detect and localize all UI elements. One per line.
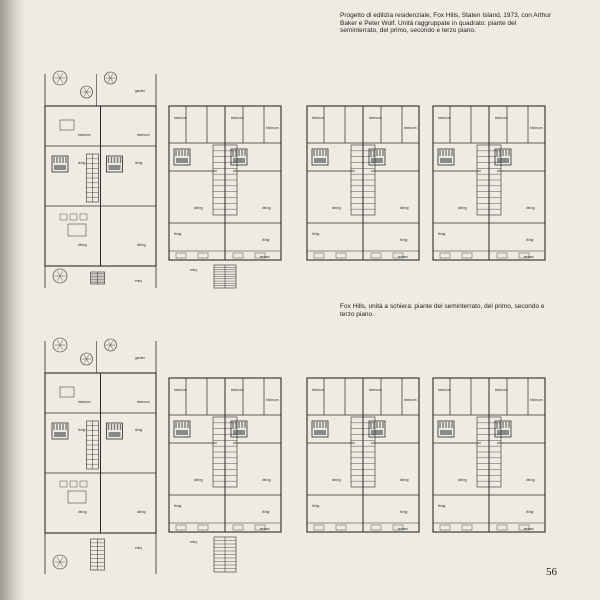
room-label: bedroom (312, 116, 325, 120)
floor-plan-second-floor-top: bedroom bedroom bedroom dining dining living l… (306, 105, 420, 261)
room-label: dining (526, 206, 535, 210)
kitchen-core (51, 155, 69, 173)
room-label: bedroom (78, 400, 91, 404)
kitchen-core (230, 420, 248, 438)
room-label: living (400, 510, 407, 514)
floor-plan-second-floor-bottom: bedroom bedroom bedroom dining dining living l… (306, 377, 420, 533)
room-label: living (174, 232, 181, 236)
caption-top: Progetto di edilizia residenziale, Fox H… (340, 12, 552, 35)
room-label: living (78, 161, 85, 165)
room-label: dining (400, 206, 409, 210)
room-label: bedroom (404, 126, 417, 130)
kitchen-core (368, 148, 386, 166)
table (67, 490, 87, 504)
room-label: bedroom (404, 398, 417, 402)
tree-symbol (104, 338, 117, 352)
room-label: living (78, 428, 85, 432)
room-label: dining (400, 478, 409, 482)
room-label: dining (137, 510, 146, 514)
room-label: bedroom (137, 133, 150, 137)
tree-symbol (52, 268, 68, 284)
room-label: entry (190, 540, 197, 544)
kitchen-core (437, 420, 455, 438)
room-label: bedroom (438, 116, 451, 120)
room-label: bedroom (312, 388, 325, 392)
bed (59, 119, 75, 131)
tree-symbol (80, 352, 93, 366)
page-number: 56 (546, 566, 557, 578)
floor-plan-first-floor-bottom: bedroom bedroom bedroom dining dining living l… (168, 377, 282, 573)
kitchen-core (311, 420, 329, 438)
room-label: dining (262, 478, 271, 482)
kitchen-core (311, 148, 329, 166)
kitchen-core (173, 148, 191, 166)
page-gutter-shadow (0, 0, 26, 600)
room-label: bedroom (174, 116, 187, 120)
tree-symbol (104, 71, 117, 85)
room-label: living (400, 238, 407, 242)
floor-plan-third-floor-top: bedroom bedroom bedroom dining dining living l… (432, 105, 546, 261)
tree-symbol (80, 85, 93, 99)
kitchen-core (51, 422, 69, 440)
bed (59, 386, 75, 398)
table (67, 223, 87, 237)
room-label: entry (190, 268, 197, 272)
room-label: living (312, 232, 319, 236)
room-label: bedroom (137, 400, 150, 404)
room-label: dining (458, 478, 467, 482)
room-label: dining (194, 206, 203, 210)
kitchen-core (106, 155, 123, 173)
room-label: bedroom (174, 388, 187, 392)
room-label: living (526, 238, 533, 242)
room-label: dining (332, 478, 341, 482)
tree-symbol (52, 337, 68, 353)
floor-plan-first-floor-top: bedroom bedroom bedroom dining dining living l… (168, 105, 282, 289)
room-label: living (438, 504, 445, 508)
floor-plan-basement-bottom: garden bedroom bedroom living living dining di… (44, 337, 157, 574)
room-label: bedroom (530, 126, 543, 130)
room-label: living (262, 510, 269, 514)
room-label: bedroom (438, 388, 451, 392)
room-label: dining (78, 510, 87, 514)
room-label: living (135, 428, 142, 432)
room-label: dining (526, 478, 535, 482)
room-label: dining (78, 243, 87, 247)
room-label: entry (135, 279, 142, 283)
floor-plan-basement-top: garden bedroom bedroom living living dining di… (44, 70, 157, 288)
room-label: garden (135, 89, 145, 93)
room-label: bedroom (369, 116, 382, 120)
room-label: dining (332, 206, 341, 210)
room-label: bedroom (530, 398, 543, 402)
room-label: bedroom (369, 388, 382, 392)
caption-middle: Fox Hills, unità a schiera: piante del s… (340, 303, 545, 318)
room-label: bedroom (266, 126, 279, 130)
tree-symbol (52, 554, 68, 570)
room-label: bedroom (231, 116, 244, 120)
kitchen-core (437, 148, 455, 166)
room-label: bedroom (495, 116, 508, 120)
kitchen-core (173, 420, 191, 438)
room-label: bedroom (78, 133, 91, 137)
room-label: garden (135, 356, 145, 360)
room-label: living (312, 504, 319, 508)
tree-symbol (52, 70, 68, 86)
room-label: dining (137, 243, 146, 247)
kitchen-core (106, 422, 123, 440)
room-label: living (135, 161, 142, 165)
room-label: bedroom (266, 398, 279, 402)
room-label: living (262, 238, 269, 242)
room-label: dining (194, 478, 203, 482)
floor-plan-third-floor-bottom: bedroom bedroom bedroom dining dining living l… (432, 377, 546, 533)
room-label: living (174, 504, 181, 508)
room-label: living (526, 510, 533, 514)
room-label: entry (135, 546, 142, 550)
room-label: bedroom (231, 388, 244, 392)
room-label: living (438, 232, 445, 236)
room-label: bedroom (495, 388, 508, 392)
room-label: dining (458, 206, 467, 210)
room-label: dining (262, 206, 271, 210)
